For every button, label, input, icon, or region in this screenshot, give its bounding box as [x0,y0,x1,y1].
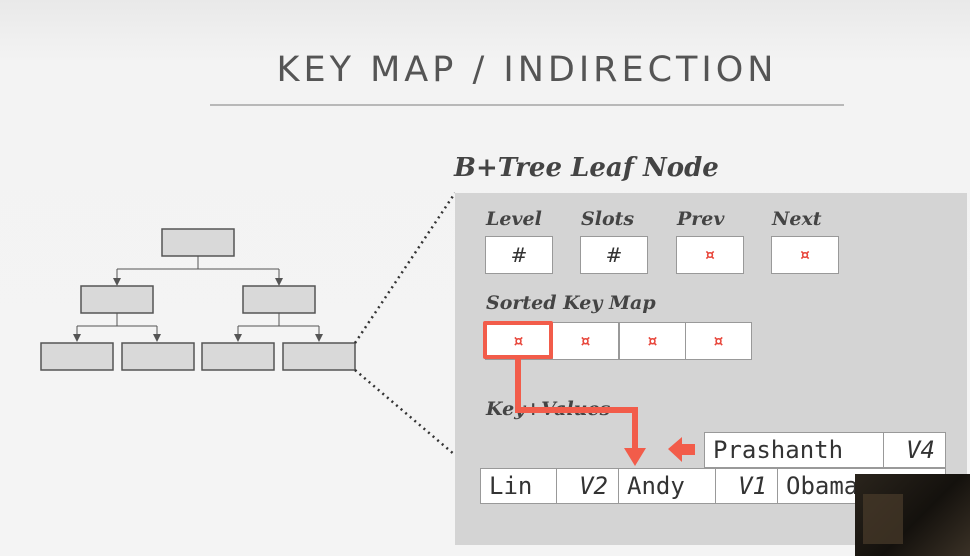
tree-inner-node-left [80,285,154,314]
tree-root-node [161,228,235,257]
prev-label: Prev [677,208,725,230]
tree-leaf-node-zoomed [282,342,356,371]
key-map-slot: ¤ [552,322,619,360]
speaker-video-thumbnail [855,474,970,556]
kv-value-v4: V4 [883,432,946,468]
slots-label: Slots [581,208,635,230]
selected-slot-highlight [483,321,553,359]
level-label: Level [486,208,542,230]
next-pointer: ¤ [771,236,839,274]
sorted-key-map-label: Sorted Key Map [486,292,656,314]
tree-leaf-node [201,342,275,371]
prev-pointer: ¤ [676,236,744,274]
kv-key-prashanth: Prashanth [704,432,884,468]
key-map-slot: ¤ [485,322,552,360]
tree-leaf-node [40,342,114,371]
kv-value-v1: V1 [715,468,778,504]
level-value: # [485,236,553,274]
title-divider [210,104,844,106]
slots-value: # [580,236,648,274]
kv-value-v2: V2 [556,468,619,504]
slide-title: KEY MAP / INDIRECTION [276,50,778,90]
kv-key-andy: Andy [618,468,716,504]
key-map-slot: ¤ [685,322,752,360]
kv-key-lin: Lin [480,468,557,504]
tree-leaf-node [121,342,195,371]
next-label: Next [772,208,822,230]
leaf-node-title: B+Tree Leaf Node [454,153,719,183]
